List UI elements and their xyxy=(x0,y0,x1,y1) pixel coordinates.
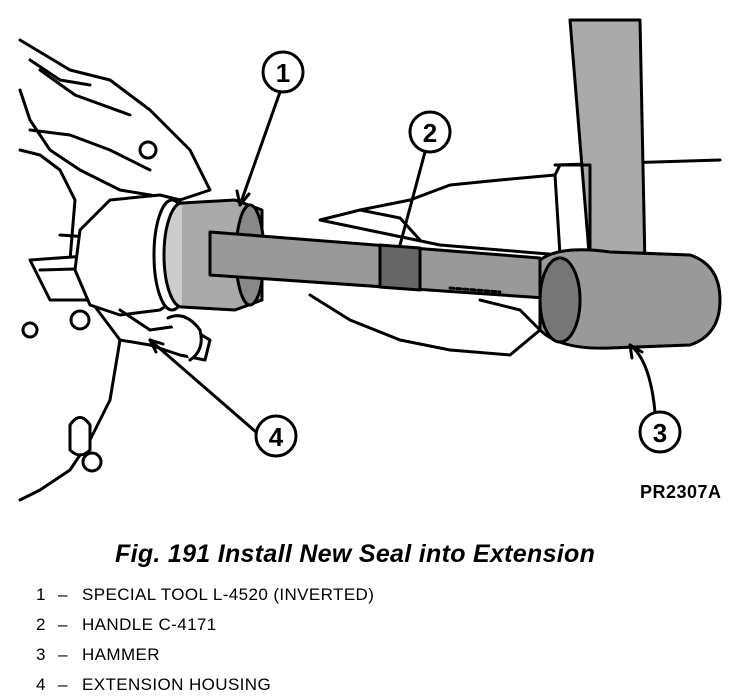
callout-3 xyxy=(628,343,682,454)
legend-dash: – xyxy=(58,585,68,604)
callout-number-4: 4 xyxy=(269,422,284,452)
callout-legend: 1–SPECIAL TOOL L-4520 (INVERTED) 2–HANDL… xyxy=(36,580,374,700)
callout-2 xyxy=(398,110,452,247)
legend-number: 4 xyxy=(36,675,46,694)
legend-number: 3 xyxy=(36,645,46,664)
legend-label: SPECIAL TOOL L-4520 (INVERTED) xyxy=(82,585,375,604)
figure-caption: Fig. 191 Install New Seal into Extension xyxy=(115,540,596,568)
seal-install-illustration: 1 2 3 4 xyxy=(18,18,722,502)
legend-label: EXTENSION HOUSING xyxy=(82,675,272,694)
legend-number: 1 xyxy=(36,585,46,604)
legend-label: HANDLE C-4171 xyxy=(82,615,217,634)
legend-item: 3–HAMMER xyxy=(36,640,374,670)
legend-dash: – xyxy=(58,615,68,634)
extension-housing xyxy=(73,193,212,362)
legend-label: HAMMER xyxy=(82,645,160,664)
callout-4 xyxy=(148,338,298,458)
figure-code: PR2307A xyxy=(640,482,722,502)
callout-number-3: 3 xyxy=(653,418,667,448)
legend-item: 4–EXTENSION HOUSING xyxy=(36,670,374,700)
hammer xyxy=(538,18,722,350)
legend-dash: – xyxy=(58,675,68,694)
legend-number: 2 xyxy=(36,615,46,634)
legend-item: 2–HANDLE C-4171 xyxy=(36,610,374,640)
legend-dash: – xyxy=(58,645,68,664)
callout-number-2: 2 xyxy=(423,118,437,148)
legend-item: 1–SPECIAL TOOL L-4520 (INVERTED) xyxy=(36,580,374,610)
callout-1 xyxy=(235,50,305,207)
callout-number-1: 1 xyxy=(276,58,290,88)
